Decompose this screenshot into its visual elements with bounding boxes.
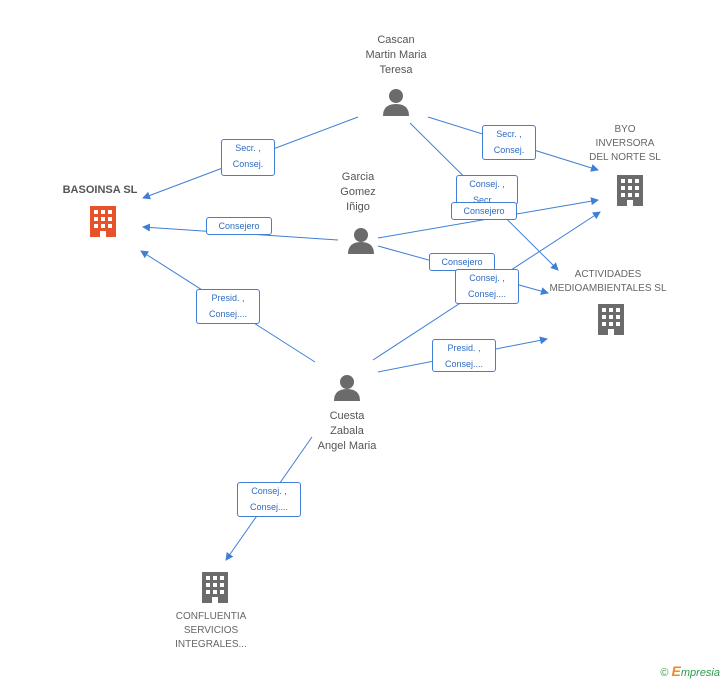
brand-logo-e: E bbox=[671, 663, 681, 679]
brand-name: mpresia bbox=[680, 667, 720, 679]
role-badge[interactable]: Presid. , Consej.... bbox=[432, 339, 496, 372]
building-icon-basoinsa[interactable] bbox=[90, 206, 116, 237]
company-label-byo[interactable]: BYO INVERSORA DEL NORTE SL bbox=[589, 124, 661, 163]
role-badge[interactable]: Consejero bbox=[206, 217, 272, 235]
person-icon[interactable] bbox=[334, 375, 360, 401]
empresia-brand: © Empresia bbox=[660, 663, 720, 679]
person-icon[interactable] bbox=[383, 89, 409, 116]
role-badge[interactable]: Consejero bbox=[451, 202, 517, 220]
role-badge[interactable]: Secr. , Consej. bbox=[482, 125, 536, 160]
person-label-cuesta[interactable]: Cuesta Zabala Angel Maria bbox=[317, 410, 377, 452]
company-label-confluentia[interactable]: CONFLUENTIA SERVICIOS INTEGRALES... bbox=[175, 611, 247, 650]
person-label-garcia[interactable]: Garcia Gomez Iñigo bbox=[340, 171, 376, 213]
role-badge[interactable]: Consej. , Consej.... bbox=[237, 482, 301, 517]
role-badge[interactable]: Secr. , Consej. bbox=[221, 139, 275, 176]
role-badge[interactable]: Consej. , Secr.... bbox=[456, 175, 518, 205]
building-icon-actividades[interactable] bbox=[598, 304, 624, 335]
role-badge[interactable]: Consej. , Consej.... bbox=[455, 269, 519, 304]
person-icon[interactable] bbox=[348, 228, 374, 254]
building-icon-byo[interactable] bbox=[617, 175, 643, 206]
building-icon-confluentia[interactable] bbox=[202, 572, 228, 603]
copyright-symbol: © bbox=[660, 667, 669, 679]
role-badge[interactable]: Presid. , Consej.... bbox=[196, 289, 260, 324]
person-label-cascan[interactable]: Cascan Martin Maria Teresa bbox=[365, 34, 427, 76]
company-label-basoinsa[interactable]: BASOINSA SL bbox=[62, 184, 138, 196]
company-label-actividades[interactable]: ACTIVIDADES MEDIOAMBIENTALES SL bbox=[549, 269, 667, 294]
